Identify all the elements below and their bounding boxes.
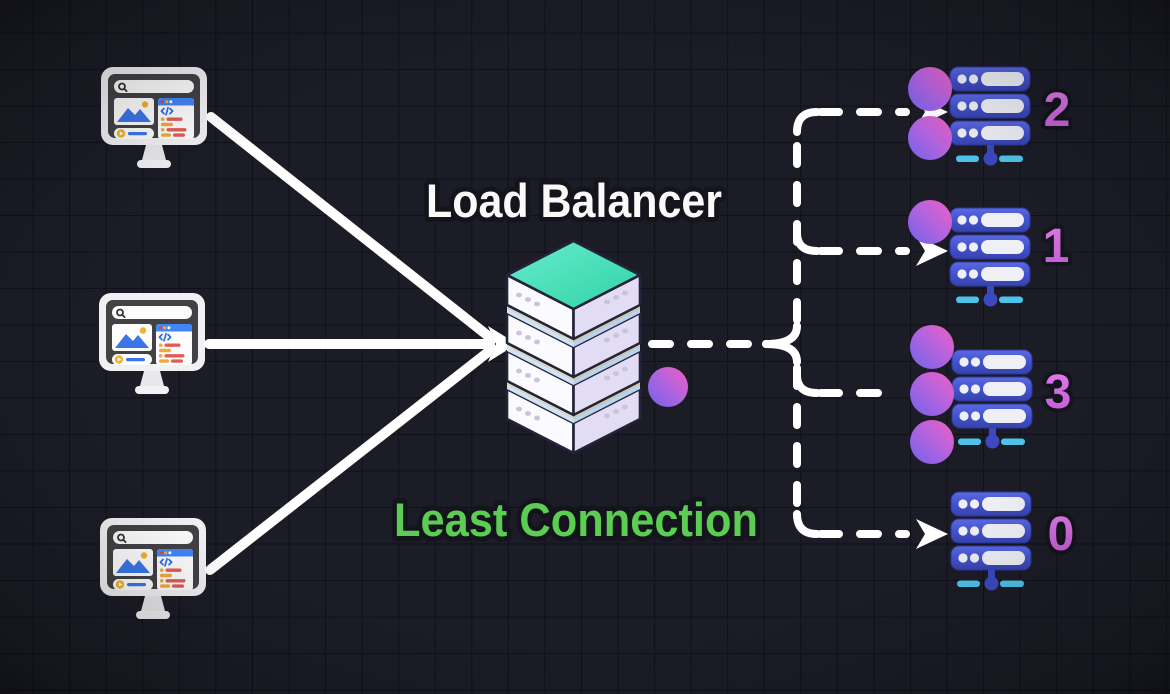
connection-count-label: 2: [1044, 84, 1071, 137]
connection-dot-icon: [910, 325, 954, 369]
load-balancer-stack-icon: [505, 239, 642, 455]
connection-dots-server-upper-middle: [908, 200, 952, 244]
connection-count-label: 0: [1048, 508, 1075, 561]
connection-count-label: 1: [1043, 220, 1070, 273]
connection-dot-icon: [908, 116, 952, 160]
connection-dot-icon: [908, 67, 952, 111]
connection-dot-icon: [910, 372, 954, 416]
pending-connection-dot-icon: [648, 367, 688, 407]
connection-dot-icon: [908, 200, 952, 244]
connection-dots-server-lower-middle: [910, 325, 954, 464]
connection-count-label: 3: [1045, 366, 1072, 419]
algorithm-label: Least Connection: [394, 493, 758, 546]
connection-dot-icon: [910, 420, 954, 464]
page-title: Load Balancer: [426, 174, 722, 227]
